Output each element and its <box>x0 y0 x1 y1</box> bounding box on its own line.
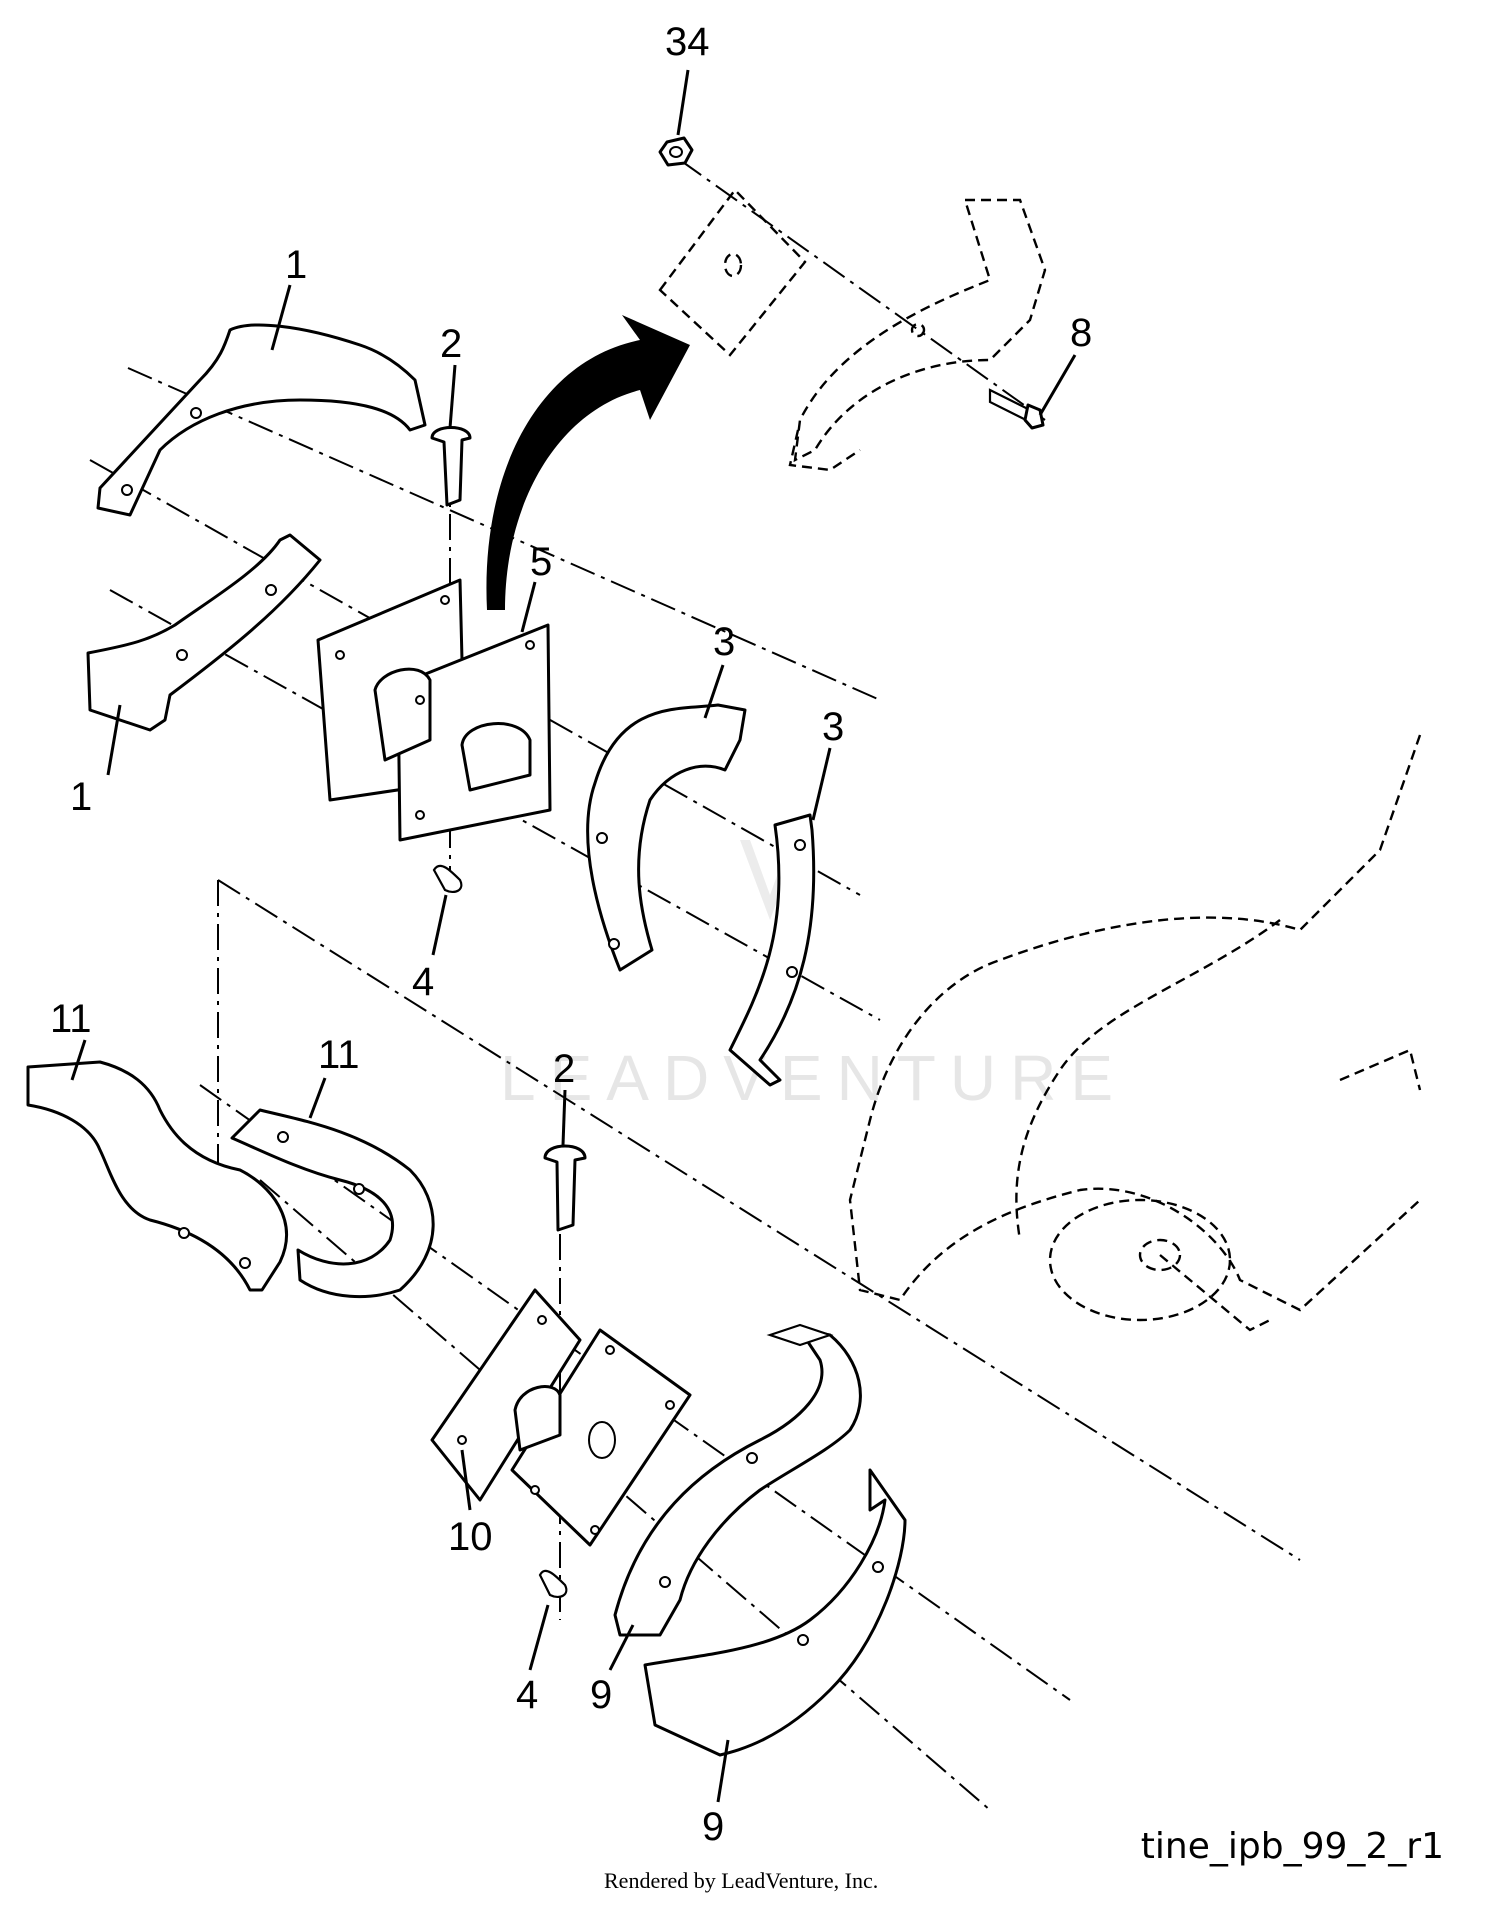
ghost-tine-assembly <box>658 188 1047 472</box>
callout-1-upper: 1 <box>285 243 307 287</box>
part-2-pin-lower <box>543 1144 587 1232</box>
callout-1-lower: 1 <box>70 775 92 819</box>
callout-leaders <box>70 69 1077 1803</box>
callout-11-a: 11 <box>50 997 92 1041</box>
part-3-tine-b <box>728 813 816 1087</box>
part-3-tine-a <box>586 703 747 972</box>
part-8-bolt <box>988 388 1045 430</box>
part-34-nut <box>658 136 694 167</box>
render-credit: Rendered by LeadVenture, Inc. <box>604 1868 879 1893</box>
callout-8: 8 <box>1070 311 1092 355</box>
callout-4-upper: 4 <box>412 960 434 1004</box>
callout-3-b: 3 <box>822 705 844 749</box>
watermark: LEADVENTURE <box>500 840 1127 1114</box>
direction-arrow-icon <box>486 315 690 610</box>
part-5-hub-upper <box>316 578 552 842</box>
callout-9-b: 9 <box>702 1805 724 1849</box>
part-10-hub-lower <box>430 1288 692 1547</box>
part-11-tine-b <box>230 1108 435 1298</box>
diagram-reference-code: tine_ipb_99_2_r1 <box>1140 1826 1444 1867</box>
callout-2-upper: 2 <box>440 322 462 366</box>
part-9-tine-b <box>643 1468 907 1757</box>
callout-10: 10 <box>448 1515 493 1559</box>
watermark-text: LEADVENTURE <box>500 1042 1127 1114</box>
callout-5: 5 <box>530 540 552 584</box>
callout-34: 34 <box>665 20 710 64</box>
callout-11-b: 11 <box>318 1033 360 1077</box>
callout-4-lower: 4 <box>516 1673 538 1717</box>
callout-3-a: 3 <box>713 620 735 664</box>
part-4-clip-upper <box>432 864 463 894</box>
callout-2-lower: 2 <box>553 1047 575 1091</box>
part-1-upper-tine <box>96 323 427 517</box>
part-4-clip-lower <box>538 1569 568 1599</box>
ghost-tiller-housing <box>848 734 1422 1332</box>
part-11-tine-a <box>26 1060 288 1292</box>
part-9-tine-a <box>613 1323 862 1637</box>
part-1-lower-tine <box>86 533 322 732</box>
callout-labels: 34 1 2 8 5 3 3 1 4 11 11 2 10 4 9 9 <box>50 20 1092 1849</box>
part-2-pin-upper <box>430 426 472 507</box>
callout-9-a: 9 <box>590 1673 612 1717</box>
